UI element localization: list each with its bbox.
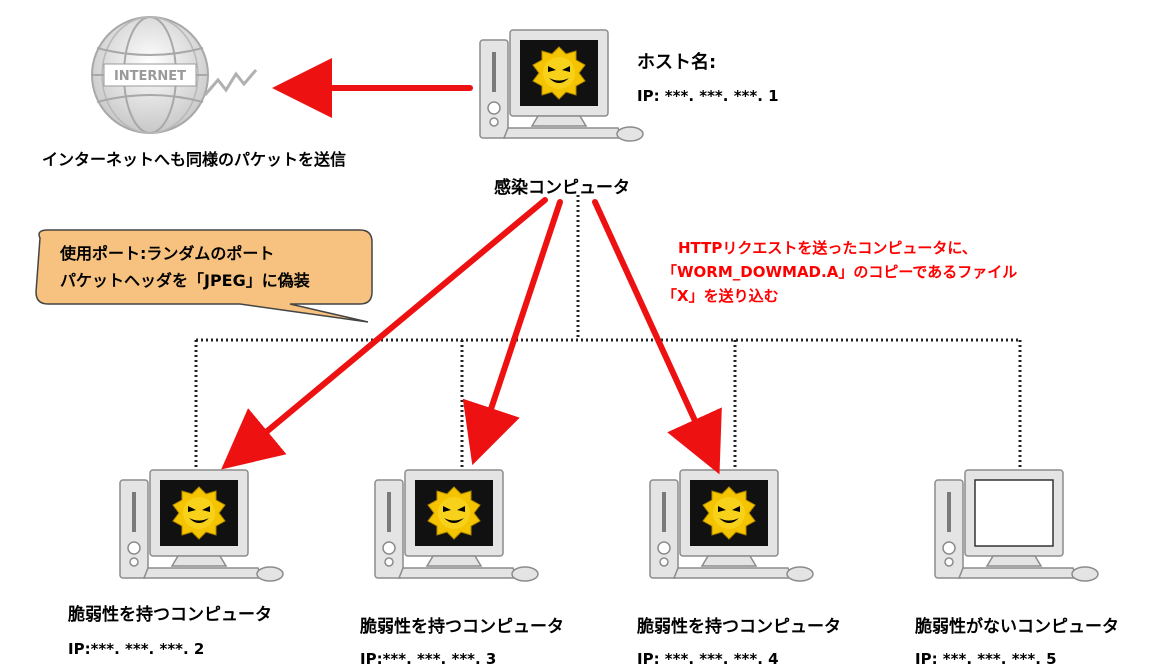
arrow-to-computer-2 (462, 199, 563, 466)
http-note-line-1: HTTPリクエストを送ったコンピュータに、 (678, 239, 977, 257)
computer-2-label: 脆弱性を持つコンピュータ (360, 617, 564, 637)
network-lines (194, 195, 1022, 470)
infected-host-label: ホスト名: (637, 52, 717, 73)
computer-4-label: 脆弱性がないコンピュータ (915, 617, 1119, 637)
computer-3-label: 脆弱性を持つコンピュータ (637, 617, 841, 637)
infected-ip: IP: ***. ***. ***. 1 (637, 87, 779, 105)
http-note-line-3: 「X」を送り込む (662, 287, 779, 305)
arrow-to-computer-1 (221, 197, 548, 470)
signal-zigzag (203, 69, 258, 96)
callout-bubble (35, 229, 373, 323)
callout-line-1: 使用ポート:ランダムのポート (60, 244, 275, 263)
http-note-line-2: 「WORM_DOWMAD.A」のコピーであるファイル (662, 263, 1018, 281)
internet-label: INTERNET (114, 69, 186, 84)
computer-2 (374, 469, 539, 582)
callout-line-2: パケットヘッダを「JPEG」に偽装 (60, 271, 310, 290)
computer-4-ip: IP: ***. ***. ***. 5 (915, 650, 1057, 668)
arrow-to-computer-3 (592, 199, 722, 475)
computer-4 (934, 469, 1099, 582)
internet-caption: インターネットへも同様のパケットを送信 (42, 150, 347, 169)
computer-1-ip: IP:***. ***. ***. 2 (68, 640, 205, 658)
computer-1-label: 脆弱性を持つコンピュータ (68, 605, 272, 625)
computer-1 (119, 469, 284, 582)
infection-arrows (221, 58, 722, 475)
internet-globe-icon: INTERNET (91, 16, 258, 134)
computer-3 (649, 469, 814, 582)
computer-2-ip: IP:***. ***. ***. 3 (360, 650, 497, 668)
infected-computer (479, 29, 644, 142)
infected-computer-label: 感染コンピュータ (494, 178, 630, 198)
computer-3-ip: IP: ***. ***. ***. 4 (637, 650, 779, 668)
